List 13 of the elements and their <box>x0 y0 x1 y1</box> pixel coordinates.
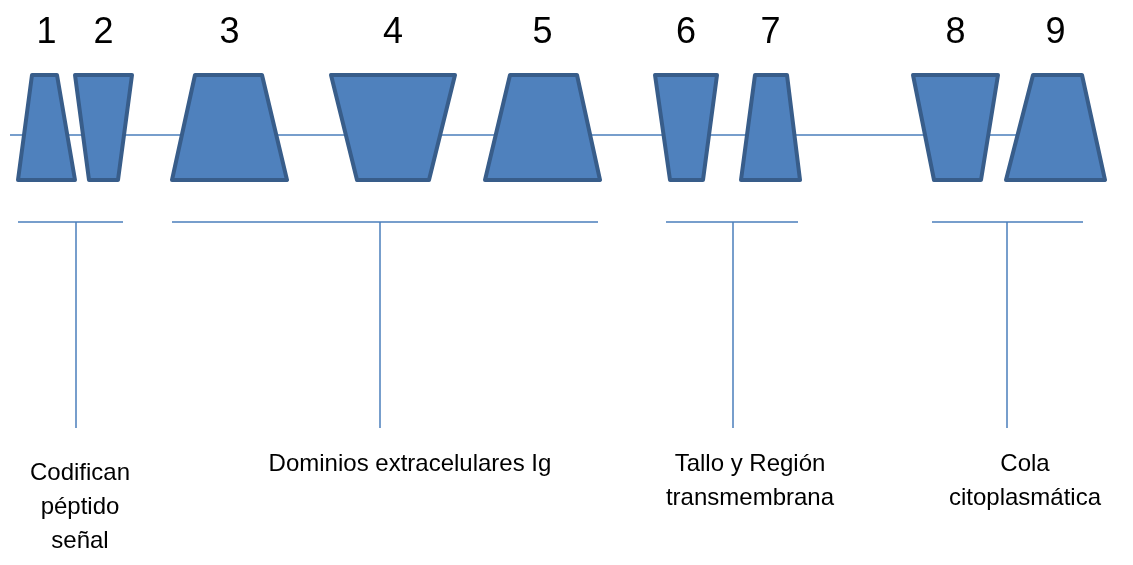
region-label: Tallo y Región transmembrana <box>664 448 836 512</box>
region-label: Dominios extracelulares Ig <box>267 448 553 478</box>
region-label: Cola citoplasmática <box>947 448 1103 512</box>
exon-number: 8 <box>945 10 966 52</box>
exon-number: 7 <box>760 10 781 52</box>
exon-number: 4 <box>383 10 403 52</box>
exon-number: 1 <box>36 10 57 52</box>
exon-number: 5 <box>532 10 553 52</box>
exon-number: 3 <box>219 10 240 52</box>
region-label: Codifican péptido señal <box>28 457 132 555</box>
exon-number: 6 <box>676 10 696 52</box>
exon-number: 2 <box>93 10 114 52</box>
exon-number: 9 <box>1045 10 1066 52</box>
